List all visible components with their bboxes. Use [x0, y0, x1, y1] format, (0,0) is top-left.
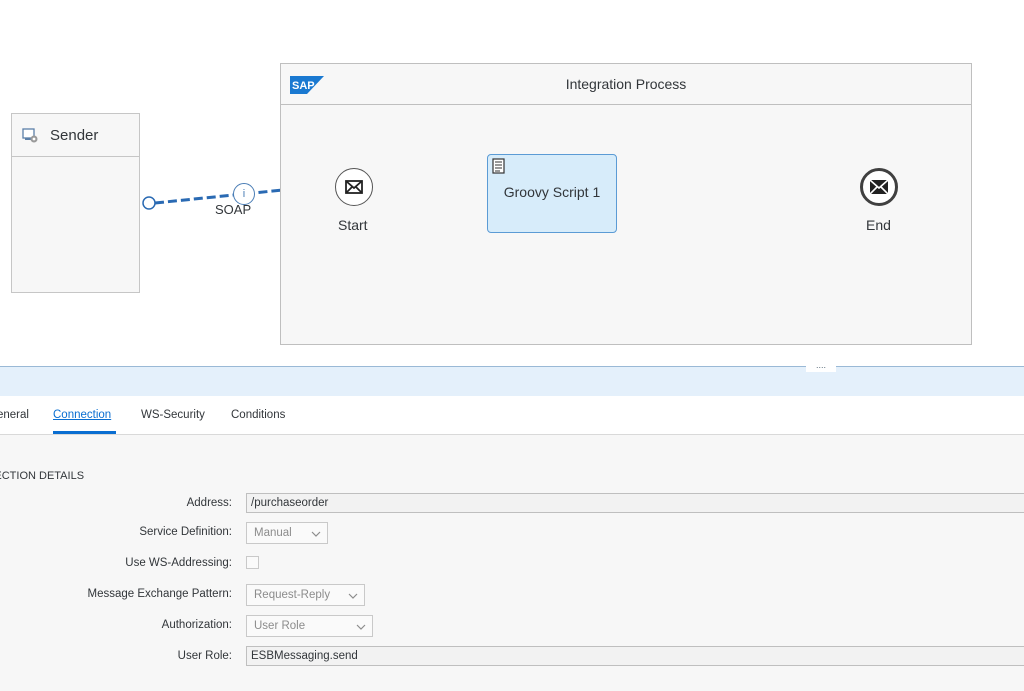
chevron-down-icon [348, 593, 358, 599]
script-icon [492, 158, 505, 174]
svg-text:SAP: SAP [292, 80, 315, 92]
end-event[interactable] [860, 168, 898, 206]
authorization-select[interactable]: User Role [246, 615, 373, 637]
message-exchange-pattern-select[interactable]: Request-Reply [246, 584, 365, 606]
user-role-label: User Role: [177, 650, 232, 662]
service-definition-row: Service Definition: Manual [0, 522, 1024, 544]
active-tab-indicator [53, 431, 116, 434]
authorization-row: Authorization: User Role [0, 615, 1024, 637]
chevron-down-icon [356, 624, 366, 630]
pool-header: SAP Integration Process [281, 64, 971, 105]
chevron-down-icon [311, 531, 321, 537]
tab-connection[interactable]: Connection [53, 409, 112, 421]
sender-header: Sender [12, 114, 139, 157]
properties-panel: General Connection WS-Security Condition… [0, 396, 1024, 691]
process-canvas[interactable]: Sender SAP Integration Process i SOAP St… [0, 0, 1024, 366]
authorization-value: User Role [254, 620, 306, 632]
sender-label: Sender [50, 126, 99, 144]
tab-ws-security[interactable]: WS-Security [141, 409, 205, 421]
use-ws-addressing-label: Use WS-Addressing: [125, 557, 232, 569]
user-role-input[interactable] [246, 646, 1024, 666]
pool-title: Integration Process [565, 76, 687, 92]
use-ws-addressing-checkbox[interactable] [246, 556, 259, 569]
message-exchange-pattern-row: Message Exchange Pattern: Request-Reply [0, 584, 1024, 606]
soap-connector-origin [142, 196, 156, 210]
use-ws-addressing-row: Use WS-Addressing: [0, 553, 1024, 575]
service-definition-select[interactable]: Manual [246, 522, 328, 544]
address-input[interactable] [246, 493, 1024, 513]
address-row: Address: [0, 493, 1024, 515]
properties-tabbar: General Connection WS-Security Condition… [0, 396, 1024, 435]
tab-conditions[interactable]: Conditions [231, 409, 286, 421]
splitter-grip-icon[interactable]: .... [806, 360, 836, 372]
sap-logo-icon: SAP [290, 76, 324, 94]
tab-general[interactable]: General [0, 409, 29, 421]
message-exchange-pattern-label: Message Exchange Pattern: [87, 588, 232, 600]
message-envelope-icon [345, 180, 363, 194]
message-envelope-filled-icon [870, 180, 888, 194]
start-event-label: Start [338, 217, 368, 233]
authorization-label: Authorization: [161, 619, 232, 631]
address-label: Address: [186, 497, 232, 509]
soap-connection-label[interactable]: SOAP [215, 202, 252, 217]
start-event[interactable] [335, 168, 373, 206]
section-title: CONNECTION DETAILS [0, 470, 85, 482]
groovy-script-task[interactable]: Groovy Script 1 [487, 154, 617, 233]
service-definition-label: Service Definition: [139, 526, 232, 538]
integration-process-pool[interactable]: SAP Integration Process [280, 63, 972, 345]
user-role-row: User Role: [0, 646, 1024, 668]
participant-icon [22, 128, 38, 143]
service-definition-value: Manual [254, 527, 292, 539]
task-label: Groovy Script 1 [503, 184, 601, 200]
connection-info-icon[interactable]: i [233, 183, 255, 205]
panel-splitter[interactable]: .... [0, 360, 1024, 396]
end-event-label: End [866, 217, 891, 233]
sender-participant[interactable]: Sender [11, 113, 140, 293]
message-exchange-pattern-value: Request-Reply [254, 589, 331, 601]
